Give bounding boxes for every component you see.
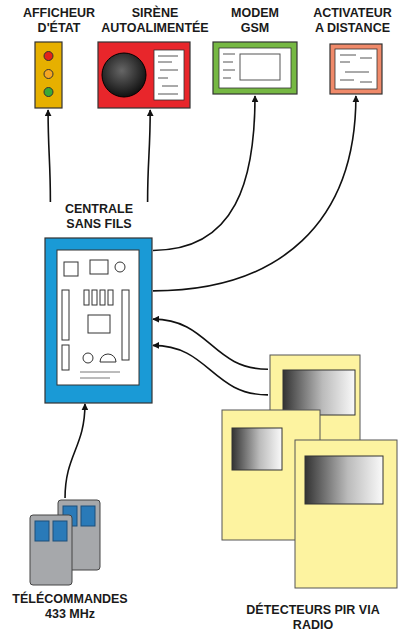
status-display-node: AFFICHEUR D'ÉTAT [20,6,98,110]
speaker [102,53,146,97]
receiver-module [100,354,116,362]
activator-case [330,44,382,94]
central-case [45,238,152,403]
led [83,353,93,363]
status-display [35,42,62,108]
signal-arrow [153,96,356,291]
pcb-traces [340,55,372,82]
signal-arrow [48,110,50,202]
resistor [108,290,113,305]
node-label: AFFICHEUR D'ÉTAT [20,6,98,36]
node-label: SIRÈNE AUTOALIMENTÉE [95,6,215,36]
remote-controls-node: TÉLÉCOMMANDES 433 MHz [8,498,132,628]
siren-node: SIRÈNE AUTOALIMENTÉE [95,6,215,110]
pcb-traces [80,372,120,378]
central-unit-node: CENTRALE SANS FILS [45,202,153,404]
detector-lens [305,456,383,504]
modem-case [213,42,297,94]
connector-strip [62,290,69,340]
activator-node: ACTIVATEUR A DISTANCE [310,6,395,96]
pir-detectors [222,355,397,588]
siren-pcb [154,50,184,100]
central-unit [45,238,152,403]
node-label: ACTIVATEUR A DISTANCE [310,6,395,36]
terminal-block [64,262,78,276]
resistor [100,290,105,305]
remote-button [53,521,67,541]
remote-activator [330,44,382,94]
signal-arrow [153,345,268,394]
remote-controls [30,500,100,585]
node-label: TÉLÉCOMMANDES 433 MHz [8,592,132,622]
gsm-module [240,54,280,80]
siren-case [98,42,190,108]
led-yellow [44,70,53,79]
gsm-modem [213,42,297,94]
integrated-circuit [88,315,110,333]
signal-arrow [148,110,151,202]
remote-button [81,506,95,526]
detector-front [295,440,397,588]
resistor [92,290,97,305]
detector-lens [232,428,282,470]
resistor [84,290,89,305]
node-label: CENTRALE SANS FILS [57,202,141,232]
node-label: MODEM GSM [222,6,288,36]
pcb-traces [158,56,178,94]
led-red [44,52,53,61]
remote-button [35,521,49,541]
led-green [44,88,53,97]
capacitor [115,262,125,272]
pir-detectors-node: DÉTECTEURS PIR VIA RADIO [268,355,400,640]
activator-pcb [335,49,377,89]
regulator [90,260,108,274]
remote-front [30,515,72,585]
display-case [35,42,62,108]
pcb-traces [223,54,235,78]
signal-arrow [153,96,255,250]
signal-arrow [153,319,268,369]
modem-node: MODEM GSM [210,6,300,96]
modem-pcb [219,48,291,88]
connector-strip [122,290,129,360]
siren [98,42,190,108]
central-pcb [57,250,139,385]
connector-strip [62,345,69,370]
detector-lens [283,370,355,415]
signal-arrow [65,404,85,498]
node-label: DÉTECTEURS PIR VIA RADIO [238,603,388,633]
